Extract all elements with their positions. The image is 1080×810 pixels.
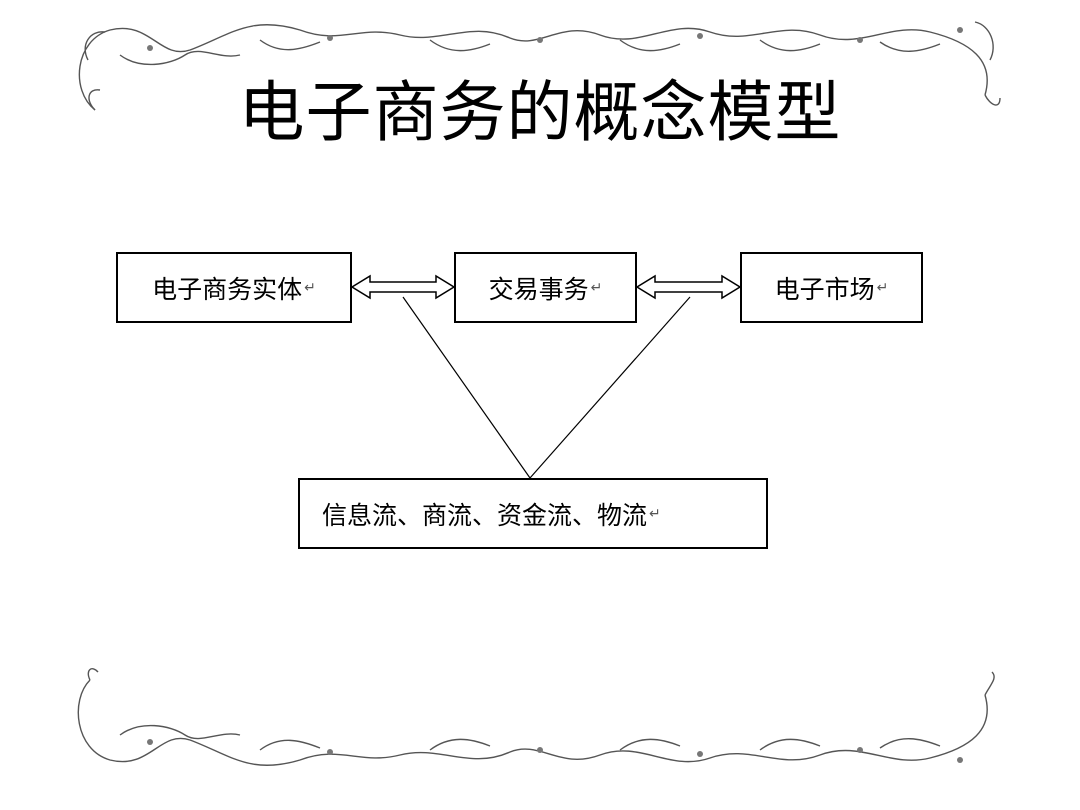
return-mark: ↵: [304, 280, 316, 296]
node-transaction-label: 交易事务: [489, 270, 589, 306]
double-arrow-transaction-market: [637, 276, 740, 298]
node-entity-label: 电子商务实体: [152, 270, 302, 306]
node-flows-label: 信息流、商流、资金流、物流: [322, 496, 647, 532]
return-mark: ↵: [591, 280, 603, 296]
double-arrow-entity-transaction: [352, 276, 454, 298]
node-market: 电子市场↵: [740, 252, 923, 323]
connector-line-right: [530, 297, 690, 478]
node-market-label: 电子市场: [775, 270, 875, 306]
node-flows: 信息流、商流、资金流、物流↵: [298, 478, 768, 549]
node-transaction: 交易事务↵: [454, 252, 637, 323]
return-mark: ↵: [649, 506, 661, 522]
node-entity: 电子商务实体↵: [116, 252, 352, 323]
return-mark: ↵: [877, 280, 889, 296]
connector-line-left: [403, 297, 530, 478]
